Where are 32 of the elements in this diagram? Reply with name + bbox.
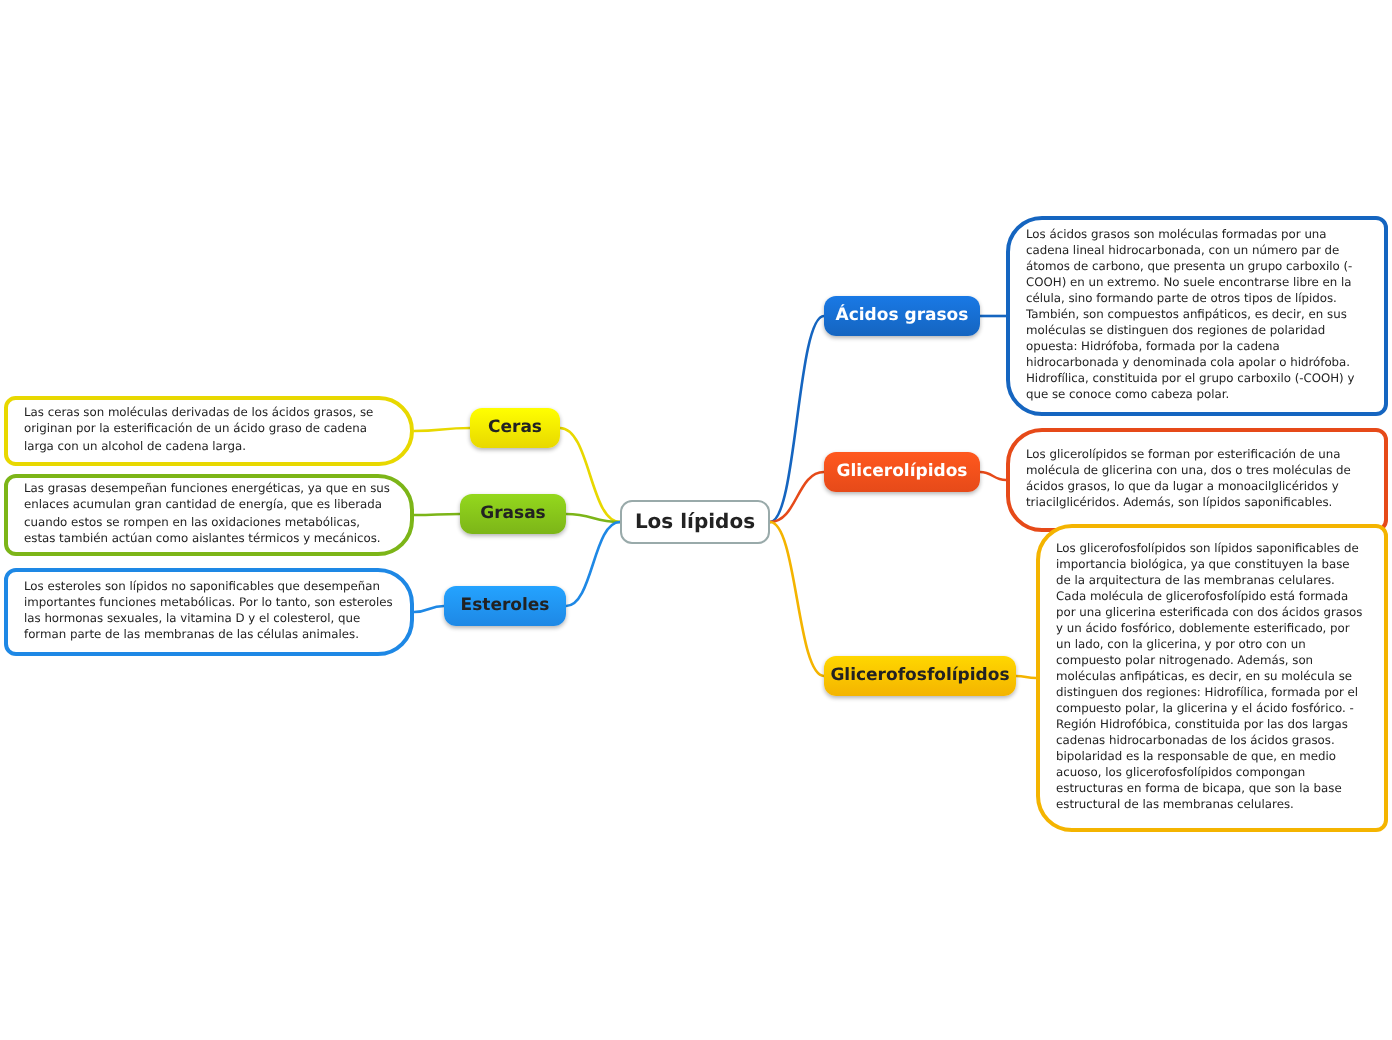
connector-line [559,426,621,524]
description-card [1036,524,1388,832]
connector-line [979,470,1007,482]
description-card [1006,428,1388,532]
description-card [1006,216,1388,416]
topic-pill [824,452,980,492]
topic-label: Glicerofosfolípidos [830,666,1010,686]
connector-line [980,314,1006,318]
connector-line [565,512,621,524]
topic-label: Esteroles [460,596,550,616]
topic-pill [444,586,566,626]
topic-pill [824,656,1016,696]
connector-line [769,520,825,678]
topic-label: Los lípidos [634,511,756,533]
connector-line [414,512,460,517]
description-card [4,396,414,466]
description-card [4,474,414,556]
description-card [4,568,414,656]
connector-line [565,520,621,608]
topic-label: Grasas [480,504,546,524]
topic-pill [824,296,980,336]
connector-line [1015,674,1037,680]
topic-pill [470,408,560,448]
connector-line [414,426,470,433]
connector-line [769,314,825,524]
topic-label: Glicerolípidos [836,462,968,482]
connector-line [413,604,445,614]
topic-label: Ácidos grasos [835,306,969,326]
topic-pill [460,494,566,534]
central-topic [620,500,770,544]
connector-line [769,470,825,524]
topic-label: Ceras [488,418,542,438]
